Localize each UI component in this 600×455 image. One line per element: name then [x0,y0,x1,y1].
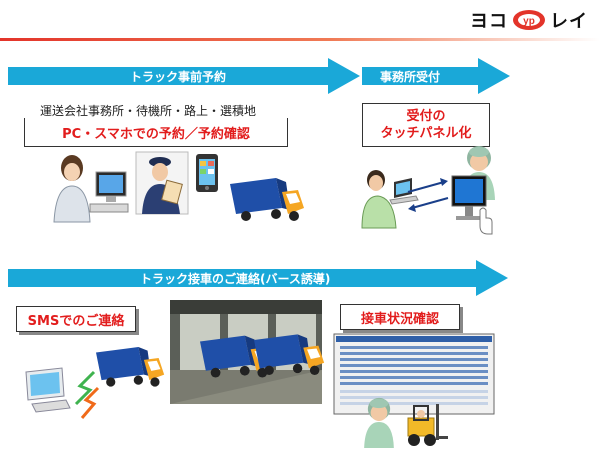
reception-box-line2: タッチパネル化 [380,126,472,141]
reception-person-laptop-illustration [361,170,419,229]
operator-at-pc-illustration [53,155,129,223]
docking-status-screen [333,333,495,415]
company-logo: ヨコ yp レイ [470,6,588,34]
contact-arrow [8,260,508,296]
reception-touchpanel-box: 受付の タッチパネル化 [362,103,490,147]
reception-box-line1: 受付の [406,109,446,124]
logo-text-left: ヨコ [470,11,508,32]
reception-exchange-arrows [407,178,449,212]
touch-panel-monitor-icon [451,175,493,235]
header-divider [0,38,600,41]
logo-text-right: レイ [550,11,588,32]
contact-arrow-label: トラック接車のご連絡(バース誘導) [140,272,331,286]
reception-arrow [362,58,510,94]
smartphone-icon [196,154,218,192]
sms-computer-icon [25,367,71,413]
svg-text:yp: yp [523,16,535,27]
sms-signal-icon [74,370,100,419]
reservation-method-box: PC・スマホでの予約／予約確認 [24,118,288,147]
forklift-icon [407,404,448,446]
driver-with-clipboard-illustration [135,151,189,215]
reservation-arrow-label: トラック事前予約 [130,70,227,84]
warehouse-staff-icon [364,397,394,448]
sms-truck-icon [96,346,165,387]
reservation-truck-icon [230,178,304,221]
reception-arrow-label: 事務所受付 [380,70,441,84]
sms-contact-box: SMSでのご連絡 [16,306,136,332]
docking-status-box: 接車状況確認 [340,304,460,330]
docked-truck-2-icon [254,334,325,376]
logo-mark: yp [513,10,545,30]
reservation-locations-caption: 運送会社事務所・待機所・路上・選積地 [40,104,257,118]
reservation-arrow [8,58,360,94]
